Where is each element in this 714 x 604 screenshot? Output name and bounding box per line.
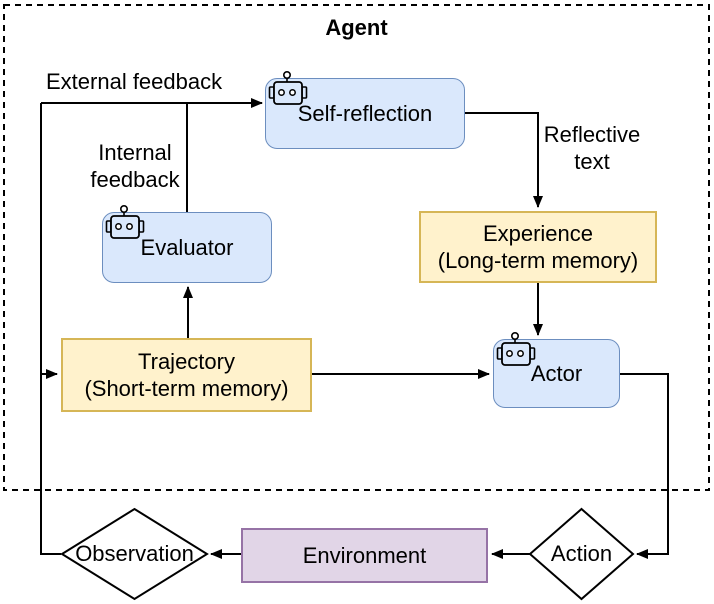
edge-label-internal-feedback-line2: feedback: [90, 167, 180, 192]
robot-icon: [496, 331, 536, 366]
node-observation: Observation: [62, 509, 207, 599]
agent-boundary: [3, 4, 710, 491]
node-action: Action: [530, 509, 633, 599]
edge-actor-to-action: [620, 373, 669, 559]
node-trajectory-label-line1: Trajectory: [138, 349, 235, 374]
node-action-label: Action: [550, 541, 613, 566]
node-self-reflection-label: Self-reflection: [297, 101, 433, 126]
action-diamond-shape: [528, 507, 635, 601]
observation-diamond-shape: [60, 507, 209, 601]
node-actor-label: Actor: [530, 361, 583, 386]
node-self-reflection: Self-reflection: [265, 70, 465, 149]
node-experience-label-line2: (Long-term memory): [437, 248, 639, 273]
edge-label-internal-feedback-line1: Internal: [98, 140, 172, 165]
robot-icon: [105, 204, 145, 239]
edge-reflective-text: [465, 112, 543, 208]
edge-label-reflective-text-line1: Reflective: [543, 122, 641, 147]
agent-container-title: Agent: [325, 15, 388, 40]
node-trajectory-label-line2: (Short-term memory): [84, 376, 289, 401]
edge-label-reflective-text: Reflective text: [542, 121, 642, 175]
node-observation-label: Observation: [75, 541, 194, 566]
node-actor: Actor: [493, 331, 620, 408]
node-experience-label-line1: Experience: [482, 221, 594, 246]
node-environment-label: Environment: [302, 543, 427, 568]
node-trajectory: Trajectory (Short-term memory): [61, 338, 312, 412]
node-evaluator: Evaluator: [102, 204, 272, 283]
edge-observation-loop: [40, 103, 61, 555]
node-evaluator-label: Evaluator: [140, 235, 234, 260]
node-experience: Experience (Long-term memory): [419, 211, 657, 283]
robot-icon: [268, 70, 308, 105]
edge-label-reflective-text-line2: text: [574, 149, 610, 174]
edge-label-internal-feedback: Internal feedback: [85, 139, 185, 193]
node-environment: Environment: [241, 528, 488, 583]
edge-label-external-feedback: External feedback: [46, 69, 223, 94]
